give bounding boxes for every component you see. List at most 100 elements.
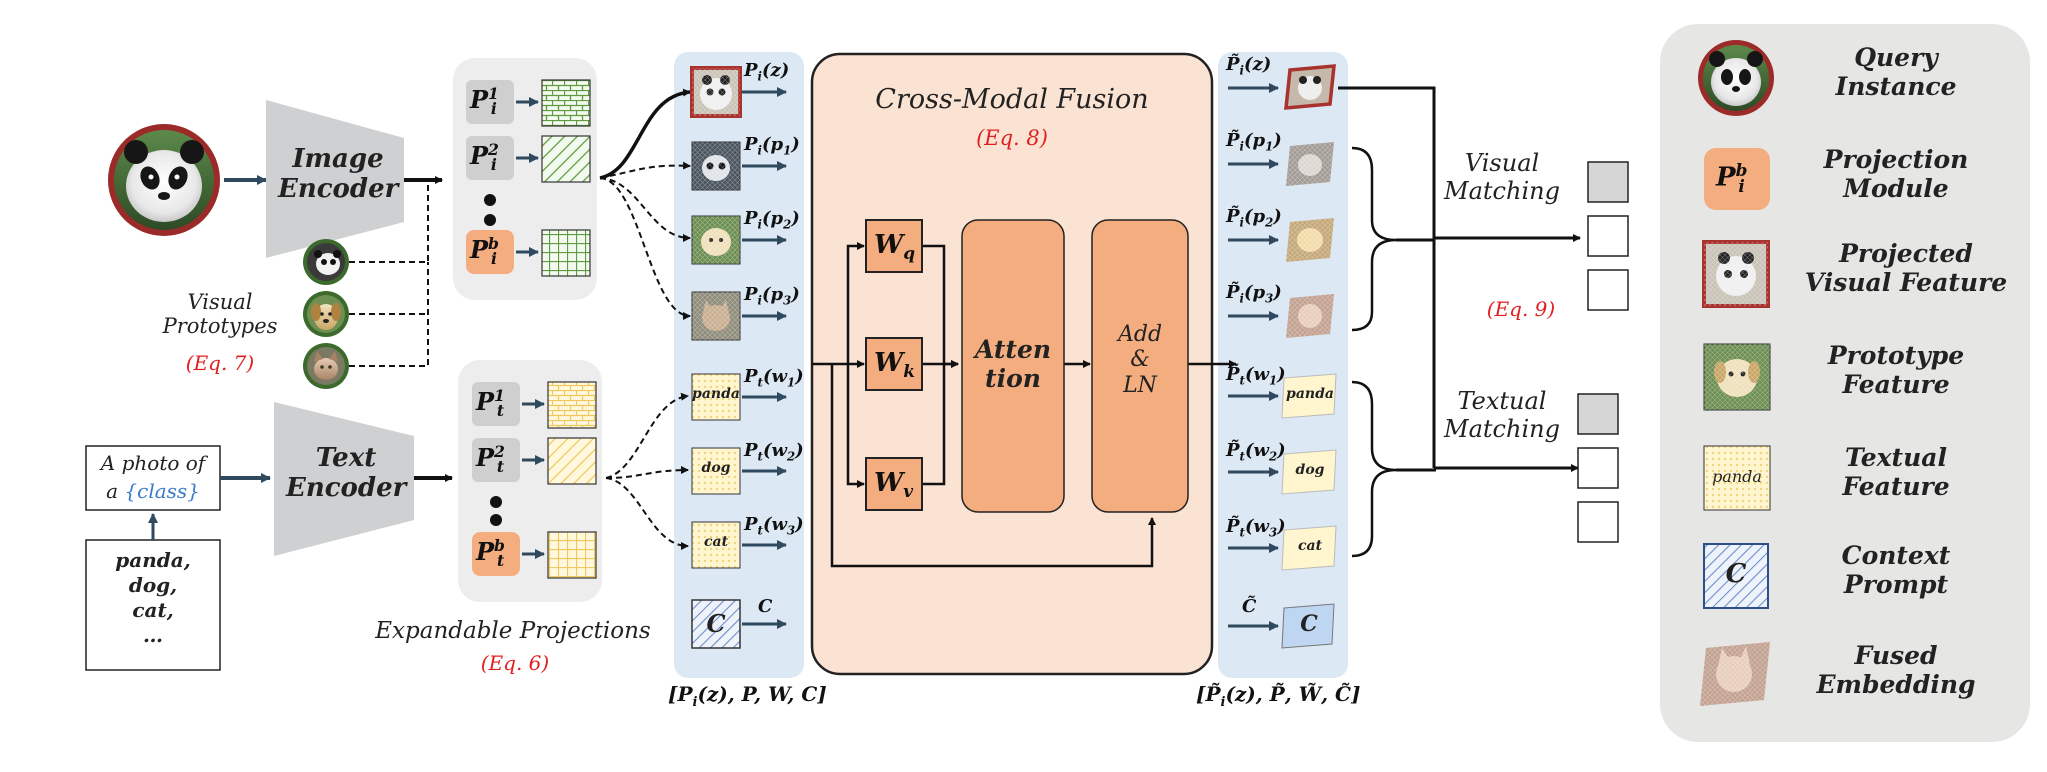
- text-encoder-block: [274, 402, 414, 556]
- proj-i-b-label: Pbi: [470, 234, 499, 268]
- prompt-box: [85, 445, 221, 511]
- legend-textual-label: Textual Feature: [1842, 443, 1950, 501]
- prompt-line2: a {class}: [86, 480, 220, 503]
- out-label-ptw2: P̃t(w2): [1226, 440, 1286, 464]
- out-label-pip1: P̃i(p1): [1226, 130, 1282, 154]
- legend-context-symbol: C: [1725, 559, 1747, 589]
- prototype-dog-thumb: [303, 291, 349, 337]
- legend-fused-label: Fused Embedding: [1816, 641, 1976, 699]
- text-projection-modules: [472, 381, 597, 579]
- fusion-title: Cross-Modal Fusion: [875, 84, 1149, 115]
- visual-prototypes-eq: (Eq. 7): [185, 351, 255, 375]
- token-query-projected: [690, 66, 742, 118]
- legend-projected-icon: [1702, 240, 1770, 308]
- out-label-piz: P̃i(z): [1226, 54, 1272, 78]
- out-context-label: C: [1300, 611, 1318, 637]
- prototype-cat-thumb: [303, 343, 349, 389]
- input-bracket-label: [Pi(z), P, W, C]: [668, 682, 827, 710]
- matching-eq: (Eq. 9): [1486, 297, 1556, 321]
- token-proto-cat: [691, 291, 741, 341]
- class-list-text: panda, dog, cat, …: [115, 548, 191, 647]
- add-ln-label: Add & LN: [1117, 322, 1163, 398]
- out-text-panda-label: panda: [1286, 386, 1334, 402]
- in-label-ptw1: Pt(w1): [744, 366, 804, 390]
- legend-context-label: Context Prompt: [1841, 541, 1951, 599]
- token-proto-panda: [691, 141, 741, 191]
- in-label-pip1: Pi(p1): [744, 134, 800, 158]
- attention-label: Atten tion: [974, 335, 1052, 393]
- visual-match-scores: [1587, 161, 1629, 311]
- legend-prototype-icon: [1703, 343, 1771, 411]
- wk-label: Wk: [874, 348, 915, 382]
- out-text-dog-label: dog: [1295, 462, 1325, 478]
- wv-label: Wv: [874, 468, 914, 502]
- token-word-panda-text: panda: [692, 386, 740, 402]
- token-context: [691, 599, 741, 649]
- textual-brace: [1351, 380, 1397, 558]
- out-text-cat-label: cat: [1297, 538, 1323, 554]
- wq-label: Wq: [874, 230, 916, 264]
- token-proto-dog: [691, 215, 741, 265]
- visual-brace: [1351, 146, 1397, 332]
- legend-textual-word: panda: [1712, 467, 1762, 486]
- out-label-c: C̃: [1242, 596, 1257, 617]
- legend-projected-label: Projected Visual Feature: [1804, 239, 2008, 297]
- visual-prototypes-label: Visual Prototypes: [162, 290, 278, 339]
- legend-fused-icon: [1700, 642, 1770, 706]
- text-encoder-label: Text Encoder: [286, 443, 407, 503]
- proj-t-b-label: Pbt: [476, 536, 505, 570]
- proj-t-2-label: P2t: [476, 442, 505, 476]
- token-word-dog-text: dog: [701, 460, 731, 476]
- out-label-ptw3: P̃t(w3): [1226, 516, 1286, 540]
- output-token-panel: [1218, 52, 1348, 678]
- proj-i-1-label: P1i: [470, 84, 499, 118]
- prompt-class-placeholder: {class}: [124, 479, 200, 503]
- in-label-ptw2: Pt(w2): [744, 440, 804, 464]
- in-label-ptw3: Pt(w3): [744, 514, 804, 538]
- attention-block: [961, 219, 1065, 513]
- output-bracket-label: [P̃i(z), P̃, W̃, C̃]: [1196, 682, 1361, 710]
- legend-prototype-label: Prototype Feature: [1827, 341, 1965, 399]
- legend-query-icon: [1698, 40, 1774, 116]
- token-word-dog: [691, 447, 741, 495]
- token-word-cat: [691, 521, 741, 569]
- out-label-pip2: P̃i(p2): [1226, 206, 1282, 230]
- legend-query-label: Query Instance: [1835, 43, 1957, 101]
- legend-context-icon: [1703, 543, 1769, 609]
- wv-block: [865, 457, 923, 511]
- prompt-line1: A photo of: [100, 451, 206, 475]
- token-word-panda: [691, 373, 741, 421]
- out-text-panda: [1281, 373, 1337, 419]
- out-fused-cat: [1286, 294, 1334, 338]
- legend-proj-symbol: Pbi: [1716, 160, 1748, 196]
- token-word-cat-text: cat: [703, 534, 729, 550]
- visual-matching-label: Visual Matching: [1444, 149, 1560, 205]
- out-fused-panda: [1286, 142, 1334, 186]
- proj-i-2-label: P2i: [470, 140, 499, 174]
- fusion-eq: (Eq. 8): [976, 126, 1048, 150]
- out-context: [1281, 603, 1335, 649]
- proj-t-1-label: P1t: [476, 386, 505, 420]
- query-panda-image: [108, 124, 220, 236]
- legend-projection-label: Projection Module: [1823, 145, 1969, 203]
- expandable-projections-label: Expandable Projections: [375, 618, 651, 644]
- textual-match-scores: [1577, 393, 1619, 543]
- legend-projection-icon: [1704, 148, 1770, 210]
- token-context-text: C: [706, 609, 726, 638]
- image-encoder-block: [266, 100, 404, 258]
- expandable-projections-eq: (Eq. 6): [480, 651, 550, 675]
- add-ln-block: [1091, 219, 1189, 513]
- out-fused-query: [1284, 64, 1336, 110]
- wq-block: [865, 219, 923, 273]
- out-label-ptw1: P̃t(w1): [1226, 364, 1286, 388]
- in-label-pip3: Pi(p3): [744, 284, 800, 308]
- legend-textual-icon: [1703, 445, 1771, 511]
- prompt-prefix: a: [106, 479, 125, 503]
- in-label-piz: Pi(z): [744, 60, 790, 84]
- out-text-dog: [1281, 449, 1337, 495]
- prototype-panda-thumb: [303, 239, 349, 285]
- out-fused-dog: [1286, 218, 1334, 262]
- class-list-box: [85, 539, 221, 671]
